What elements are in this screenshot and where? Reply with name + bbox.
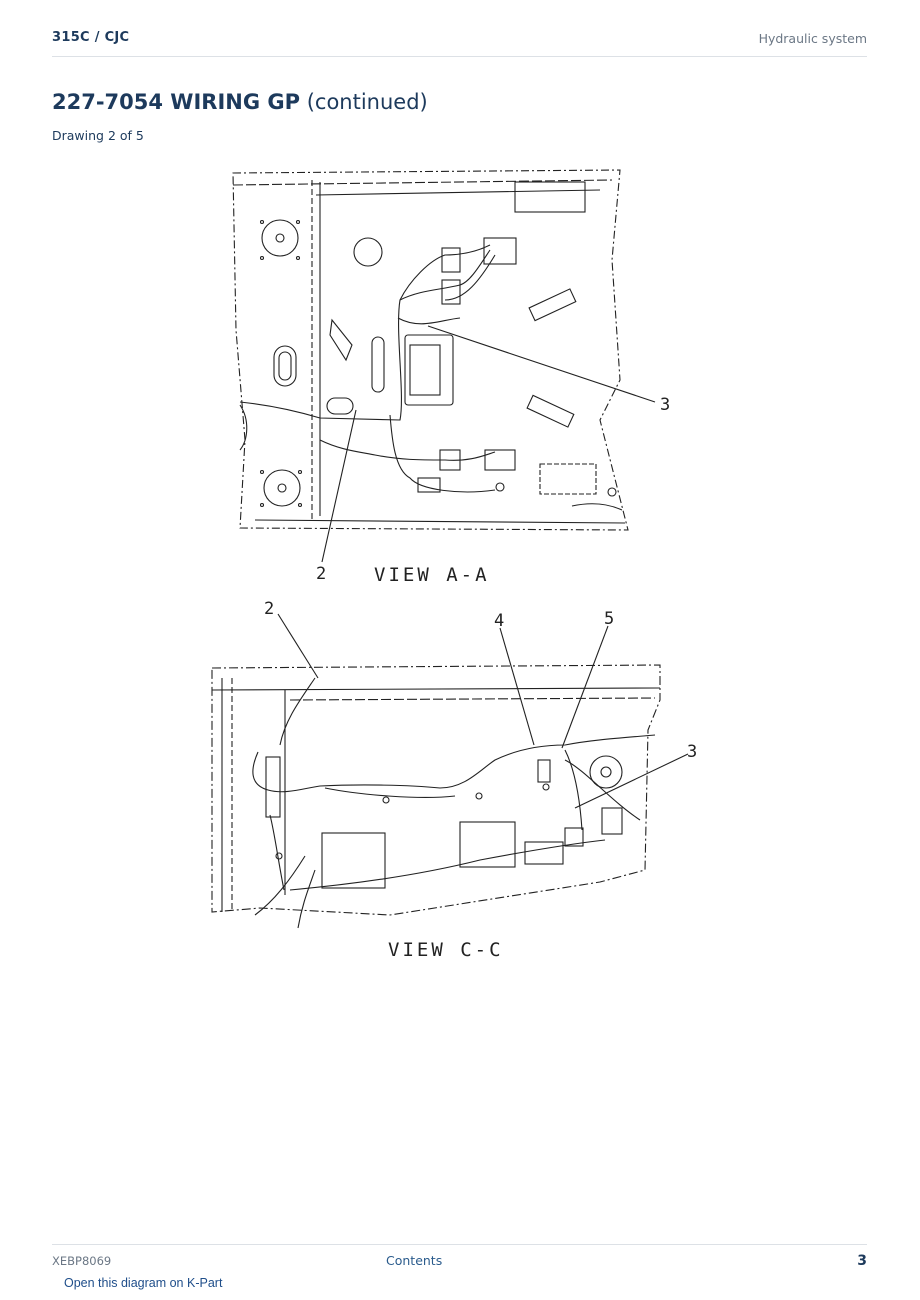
view-c-callout-5: 5 [604, 609, 614, 629]
page-title: 227-7054 WIRING GP (continued) [52, 90, 428, 114]
view-c-drawing [211, 613, 689, 929]
page-footer: XEBP8069 Contents 3 [52, 1244, 867, 1275]
view-c-callout-3: 3 [687, 742, 697, 762]
document-id: XEBP8069 [52, 1254, 112, 1268]
part-number: 227-7054 WIRING GP [52, 90, 301, 114]
section-label: Hydraulic system [758, 31, 867, 46]
view-c-callout-4: 4 [494, 611, 504, 631]
view-a-drawing [232, 169, 656, 563]
page-header: 315C / CJC Hydraulic system [52, 28, 867, 57]
view-c-callout-2: 2 [264, 599, 274, 619]
open-kpart-link[interactable]: Open this diagram on K-Part [64, 1276, 223, 1290]
view-c-label: VIEW C-C [388, 939, 504, 961]
view-a-callout-2: 2 [316, 564, 326, 584]
view-a-label: VIEW A-A [374, 564, 490, 586]
page-number: 3 [857, 1253, 867, 1269]
contents-link[interactable]: Contents [386, 1253, 443, 1268]
wiring-diagram: 3 2 2 4 5 3 VIEW A-A VIEW C-C [211, 169, 697, 961]
view-a-callout-3: 3 [660, 395, 670, 415]
title-suffix: (continued) [306, 90, 428, 114]
drawing-counter: Drawing 2 of 5 [52, 128, 144, 143]
model-label: 315C / CJC [52, 30, 130, 45]
